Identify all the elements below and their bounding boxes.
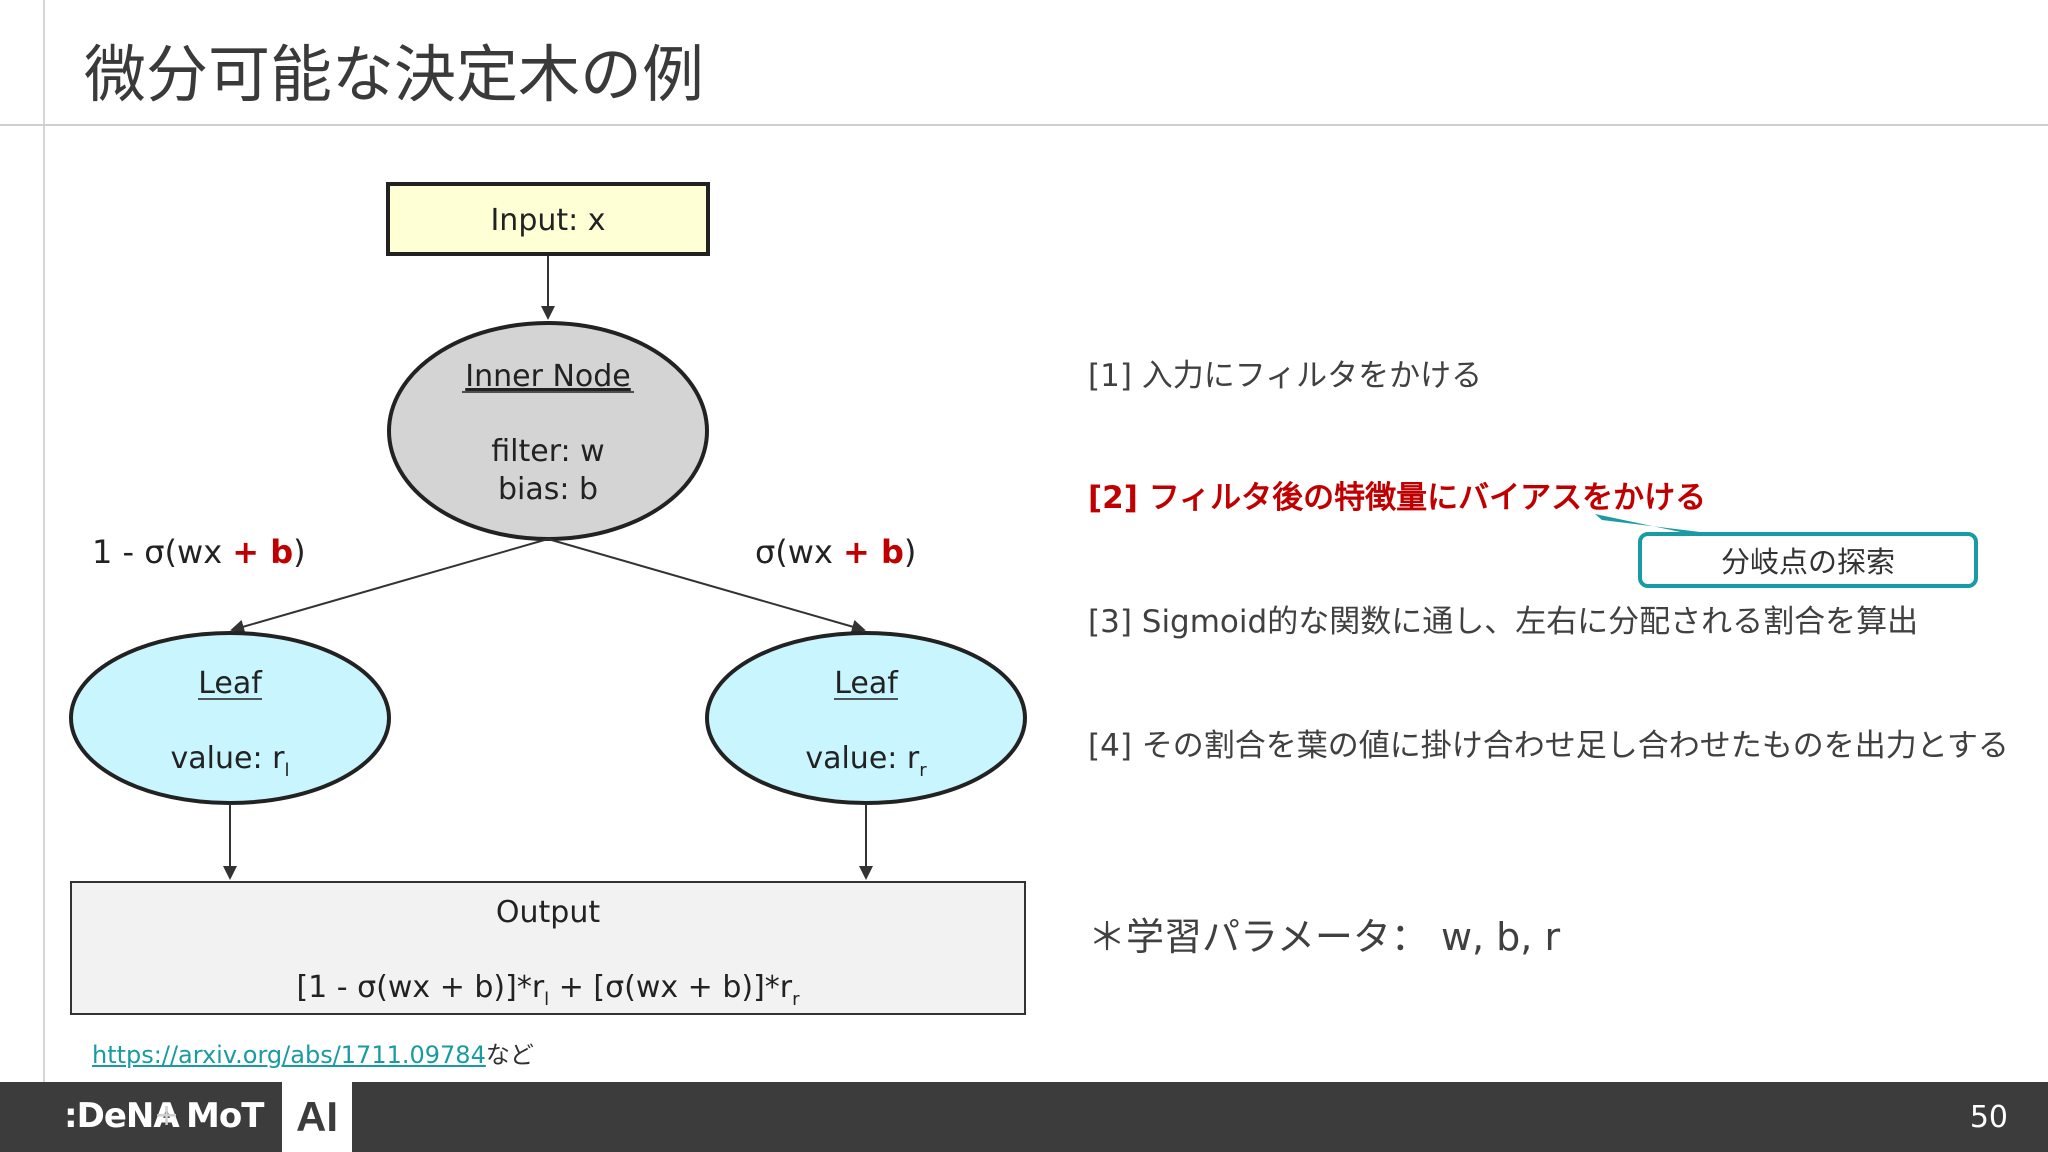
edge-right xyxy=(547,538,866,634)
left-leaf-title: Leaf xyxy=(198,666,263,701)
logo-plus: + xyxy=(154,1098,180,1133)
input-label: Input: x xyxy=(490,203,605,238)
inner-node-title: Inner Node xyxy=(465,359,631,394)
reference: https://arxiv.org/abs/1711.09784など xyxy=(92,1035,534,1070)
title-divider xyxy=(0,124,2048,126)
branch-search-callout: 分岐点の探索 xyxy=(1638,532,1978,588)
inner-node-filter: filter: w xyxy=(491,434,604,469)
inner-node-bias: bias: b xyxy=(498,472,598,507)
step-1: [1] 入力にフィルタをかける xyxy=(1088,358,1483,394)
reference-suffix: など xyxy=(485,1041,534,1069)
left-leaf-value: value: rl xyxy=(171,741,290,781)
output-title: Output xyxy=(496,895,600,930)
right-leaf-ellipse xyxy=(705,631,1027,805)
mot-logo: MoT xyxy=(186,1096,264,1136)
learning-params: ＊学習パラメータ： w, b, r xyxy=(1088,915,1561,959)
ai-logo-box: AI xyxy=(282,1082,352,1152)
output-box xyxy=(70,881,1026,1015)
right-edge-label: σ(wx + b) xyxy=(755,533,916,571)
right-leaf-title: Leaf xyxy=(834,666,899,701)
output-formula: [1 - σ(wx + b)]*rl + [σ(wx + b)]*rr xyxy=(296,970,800,1010)
reference-link[interactable]: https://arxiv.org/abs/1711.09784 xyxy=(92,1041,486,1069)
page-number: 50 xyxy=(1969,1100,2008,1135)
step-4: [4] その割合を葉の値に掛け合わせ足し合わせたものを出力とする xyxy=(1088,728,2009,764)
step-2: [2] フィルタ後の特徴量にバイアスをかける xyxy=(1088,480,1707,516)
left-leaf-ellipse xyxy=(69,631,391,805)
dena-logo: :DeNA xyxy=(64,1096,180,1136)
input-box xyxy=(386,182,710,256)
left-edge-label: 1 - σ(wx + b) xyxy=(92,533,306,571)
callout-pointer xyxy=(1595,514,1700,534)
ai-logo: AI xyxy=(296,1093,338,1140)
edge-left xyxy=(230,538,549,634)
footer-bar: :DeNA + MoT AI 50 xyxy=(0,1082,2048,1152)
left-margin-line xyxy=(43,0,45,1082)
right-leaf-value: value: rr xyxy=(805,741,927,781)
slide-title: 微分可能な決定木の例 xyxy=(84,38,705,111)
step-3: [3] Sigmoid的な関数に通し、左右に分配される割合を算出 xyxy=(1088,604,1919,640)
